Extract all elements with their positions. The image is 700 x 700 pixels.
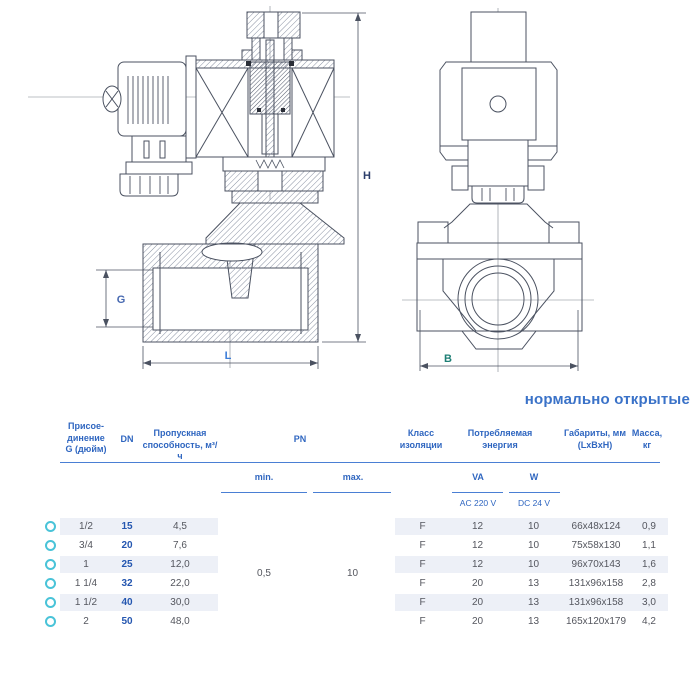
cell-dn: 15: [121, 521, 133, 532]
dim-label-h: H: [363, 170, 371, 182]
cell-insulation: F: [419, 597, 426, 608]
cell-connection: 3/4: [79, 540, 93, 551]
cell-connection: 1/2: [79, 521, 93, 532]
subheader-ac220: AC 220 V: [459, 498, 497, 508]
header-insulation: Класс изоляции: [399, 428, 443, 450]
cell-insulation: F: [419, 559, 426, 570]
row-radio-icon[interactable]: [44, 558, 56, 570]
cell-insulation: F: [419, 540, 426, 551]
cell-insulation: F: [419, 616, 426, 627]
cell-va: 12: [471, 521, 484, 532]
subheader-dc24: DC 24 V: [517, 498, 551, 508]
header-power: Потребляемая энергия: [467, 428, 533, 450]
cell-w: 10: [527, 521, 540, 532]
cell-w: 13: [527, 597, 540, 608]
cell-mass: 1,1: [642, 540, 656, 551]
cell-dn: 40: [121, 597, 133, 608]
cell-insulation: F: [419, 521, 426, 532]
cell-flow: 22,0: [170, 578, 190, 589]
header-dimensions: Габариты, мм (LxBxH): [564, 428, 626, 450]
cell-flow: 7,6: [173, 540, 187, 551]
subheader-pn-min: min.: [254, 472, 274, 482]
w-rule: [509, 492, 560, 493]
pn-min-value: 0,5: [257, 568, 271, 579]
row-radio-icon[interactable]: [44, 615, 56, 627]
subheader-va: VA: [472, 472, 484, 482]
cell-flow: 4,5: [173, 521, 187, 532]
cell-dimensions: 165x120x179: [565, 616, 627, 627]
dimension-g: [96, 269, 153, 328]
cell-flow: 30,0: [170, 597, 190, 608]
dim-label-l: L: [225, 350, 232, 362]
cell-mass: 1,6: [642, 559, 656, 570]
pn-max-rule: [313, 492, 391, 493]
valve-technical-drawings: G L H: [28, 6, 594, 372]
cell-dn: 32: [121, 578, 133, 589]
header-rule: [60, 462, 660, 463]
table-row: 1 1/4 32 22,0 F 20 13 131x96x158 2,8: [40, 574, 668, 593]
cell-insulation: F: [419, 578, 426, 589]
header-pn: PN: [293, 434, 307, 444]
cell-dn: 50: [121, 616, 133, 627]
cell-va: 12: [471, 540, 484, 551]
cell-w: 10: [527, 540, 540, 551]
subheader-pn-max: max.: [342, 472, 364, 482]
header-mass: Масса, кг: [631, 428, 663, 450]
cell-va: 20: [471, 578, 484, 589]
cell-mass: 3,0: [642, 597, 656, 608]
header-flow: Пропускная способность, м³/ч: [142, 428, 218, 461]
cell-mass: 0,9: [642, 521, 656, 532]
pn-max-value: 10: [346, 568, 359, 579]
cell-dn: 20: [121, 540, 133, 551]
cell-va: 20: [471, 597, 484, 608]
header-connection: Присое- динение G (дюйм): [65, 421, 107, 454]
cell-connection: 1 1/4: [74, 578, 98, 589]
va-rule: [452, 492, 503, 493]
cell-va: 20: [471, 616, 484, 627]
cell-w: 13: [527, 578, 540, 589]
dimension-b: [419, 310, 579, 371]
section-title-normally-open: нормально открытые: [524, 391, 690, 408]
cell-connection: 1 1/2: [74, 597, 98, 608]
cell-dimensions: 131x96x158: [568, 578, 624, 589]
header-dn: DN: [120, 434, 134, 444]
cell-flow: 12,0: [170, 559, 190, 570]
table-row: 1 25 12,0 F 12 10 96x70x143 1,6: [40, 555, 668, 574]
right-drawing-front-view: B: [402, 8, 594, 372]
cell-w: 13: [527, 616, 540, 627]
cell-connection: 1: [83, 559, 89, 570]
table-row: 1/2 15 4,5 F 12 10 66x48x124 0,9: [40, 517, 668, 536]
cell-w: 10: [527, 559, 540, 570]
pn-min-rule: [221, 492, 307, 493]
table-row: 1 1/2 40 30,0 F 20 13 131x96x158 3,0: [40, 593, 668, 612]
left-drawing-cross-section: G L H: [28, 6, 371, 369]
cell-connection: 2: [83, 616, 89, 627]
cell-va: 12: [471, 559, 484, 570]
dim-label-b: B: [444, 353, 452, 365]
cell-dimensions: 131x96x158: [568, 597, 624, 608]
cell-flow: 48,0: [170, 616, 190, 627]
dimension-h: [302, 12, 366, 343]
row-radio-icon[interactable]: [44, 539, 56, 551]
row-radio-icon[interactable]: [44, 577, 56, 589]
cell-dimensions: 96x70x143: [571, 559, 621, 570]
dim-label-g: G: [117, 294, 126, 306]
cell-mass: 2,8: [642, 578, 656, 589]
table-row: 3/4 20 7,6 F 12 10 75x58x130 1,1: [40, 536, 668, 555]
cell-mass: 4,2: [642, 616, 656, 627]
cell-dimensions: 66x48x124: [571, 521, 621, 532]
row-radio-icon[interactable]: [44, 596, 56, 608]
subheader-w: W: [529, 472, 539, 482]
dimension-l: [142, 346, 319, 369]
row-radio-icon[interactable]: [44, 520, 56, 532]
cell-dimensions: 75x58x130: [571, 540, 621, 551]
table-row: 2 50 48,0 F 20 13 165x120x179 4,2: [40, 612, 668, 631]
cell-dn: 25: [121, 559, 133, 570]
